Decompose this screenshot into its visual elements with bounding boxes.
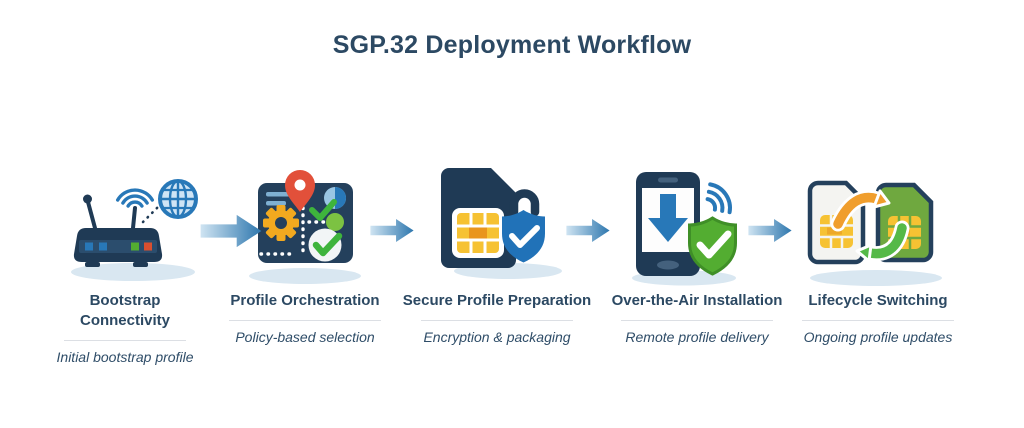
step-icon-lifecycle-switching: [798, 150, 958, 290]
sim-swap-icon: [807, 180, 942, 286]
phone-download-shield-icon: [632, 172, 737, 286]
wifi-signal-icon: [116, 188, 154, 208]
step-icon-secure-preparation: [428, 150, 568, 290]
flow-arrow-icon: [748, 219, 792, 242]
step-divider: [421, 319, 573, 321]
step-title: Secure Profile Preparation: [402, 292, 592, 309]
shield-check-icon: [688, 216, 737, 276]
page-title: SGP.32 Deployment Workflow: [332, 31, 692, 59]
sim-card-icon: [441, 168, 516, 268]
step-divider: [621, 319, 773, 321]
shadow-ellipse: [71, 263, 195, 281]
step-label-profile-orchestration: Profile Orchestration Policy-based selec…: [193, 291, 417, 345]
step-subtitle: Remote profile delivery: [625, 328, 769, 345]
step-subtitle: Initial bootstrap profile: [56, 348, 194, 365]
step-title: Lifecycle Switching: [808, 292, 948, 309]
step-title: Over-the-Air Installation: [611, 292, 783, 309]
flow-arrow-icon: [370, 219, 414, 242]
step-subtitle: Encryption & packaging: [423, 328, 571, 345]
shadow-ellipse: [249, 268, 361, 284]
step-label-bootstrap-connectivity: Bootstrap Connectivity Initial bootstrap…: [13, 291, 237, 365]
step-icon-orchestration: [235, 150, 375, 290]
text-line: [266, 201, 286, 206]
dotted-route-path: [259, 206, 327, 256]
step-subtitle: Policy-based selection: [235, 328, 375, 345]
step-title: Profile Orchestration: [230, 292, 380, 309]
step-divider: [64, 339, 186, 341]
flow-arrow-icon: [566, 219, 610, 242]
step-subtitle: Ongoing profile updates: [803, 328, 953, 345]
step-divider: [229, 319, 381, 321]
step-title: Bootstrap Connectivity: [79, 292, 170, 329]
status-badges: [308, 187, 346, 262]
sim-lock-shield-icon: [441, 168, 562, 279]
step-label-lifecycle-switching: Lifecycle Switching Ongoing profile upda…: [766, 291, 990, 345]
checkmark-icon: [696, 230, 732, 259]
policy-map-icon: [249, 170, 361, 284]
router-icon: [73, 194, 163, 267]
swap-arrow-orange: [830, 189, 891, 232]
location-pin-icon: [285, 170, 315, 212]
checkmark-icon: [309, 199, 337, 221]
dotted-link-line: [141, 202, 163, 224]
step-icon-bootstrap: [55, 150, 225, 290]
chip-grid: [457, 213, 499, 253]
download-arrow-icon: [648, 194, 688, 242]
padlock-shield-icon: [502, 189, 545, 263]
step-label-secure-profile-preparation: Secure Profile Preparation Encryption & …: [385, 291, 609, 345]
checkmark-icon: [509, 225, 540, 248]
globe-icon: [158, 179, 198, 219]
shadow-ellipse: [810, 270, 942, 286]
step-divider: [802, 319, 954, 321]
gear-icon: [263, 205, 299, 241]
step-label-over-the-air-installation: Over-the-Air Installation Remote profile…: [585, 291, 809, 345]
swap-arrow-green: [855, 220, 910, 263]
router-globe-icon: [71, 179, 198, 281]
checkmark-icon: [312, 232, 343, 257]
step-icon-ota-installation: [622, 150, 772, 290]
flow-arrow-icon: [200, 214, 262, 248]
ota-signal-icon: [705, 182, 732, 215]
